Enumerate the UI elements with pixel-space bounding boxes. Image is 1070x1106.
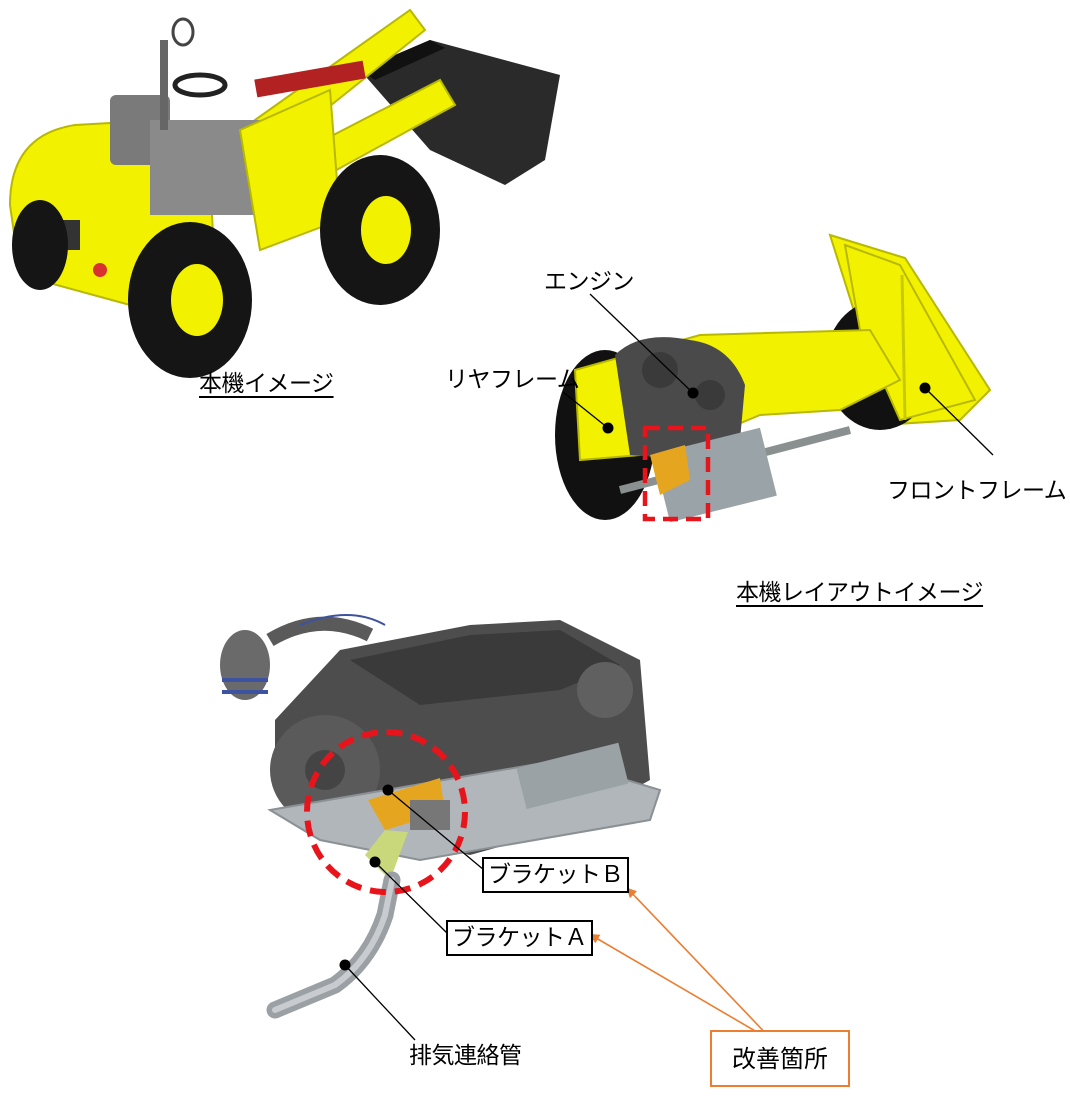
highlight-box-layout: [642, 425, 711, 522]
label-rear-frame: リヤフレーム: [445, 367, 580, 393]
layout-illustration: [555, 233, 992, 523]
label-front-frame: フロントフレーム: [887, 478, 1067, 504]
caption-machine-image: 本機イメージ: [199, 371, 334, 397]
highlight-circle-engine: [304, 729, 468, 895]
leader-lines-layout: [562, 293, 994, 456]
label-engine: エンジン: [544, 269, 635, 295]
improvement-callout-box: 改善箇所: [710, 1030, 850, 1087]
engine-detail-illustration: [220, 614, 662, 1019]
caption-layout-image: 本機レイアウトイメージ: [736, 580, 984, 606]
leader-dots-engine: [339, 784, 394, 971]
label-bracket-b: ブラケットＢ: [482, 857, 629, 893]
label-bracket-a: ブラケットＡ: [446, 920, 593, 956]
leader-dots-layout: [602, 382, 931, 434]
callout-arrows: [589, 887, 775, 1043]
label-exhaust-pipe: 排気連絡管: [409, 1043, 522, 1069]
leader-lines-engine: [344, 789, 485, 1041]
wheel-loader-illustration: [8, 8, 560, 378]
